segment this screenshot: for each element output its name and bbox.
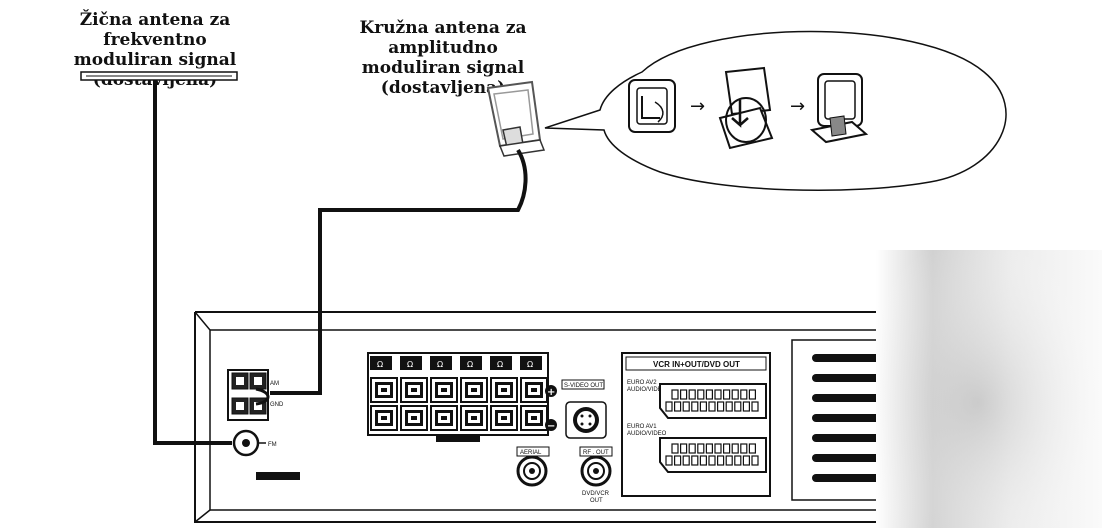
euro-av1-line-2: AUDIO/VIDEO	[627, 431, 667, 437]
speaker-terminal[interactable]	[460, 405, 488, 431]
minus-label: −	[547, 421, 555, 432]
euro-av1-line-1: EURO AV1	[627, 424, 657, 430]
am-loop-antenna	[486, 80, 546, 157]
speaker-omega-labels: Ω Ω Ω Ω Ω Ω	[370, 356, 542, 370]
am-label: AM	[270, 381, 279, 387]
fm-antenna-caption-line-1: Žična antena za frekventno	[79, 10, 231, 50]
am-antenna-cable	[270, 148, 528, 395]
speaker-terminal[interactable]	[520, 377, 548, 403]
speaker-label-plate	[436, 436, 480, 442]
scart-socket-av1[interactable]	[659, 437, 767, 473]
s-video-out: S-VIDEO OUT	[561, 379, 607, 439]
speaker-terminal[interactable]	[430, 405, 458, 431]
omega-4: Ω	[467, 360, 473, 369]
omega-5: Ω	[497, 360, 503, 369]
aerial-connector: AERIAL	[516, 446, 550, 487]
dvd-vcr-out-line-2: OUT	[590, 498, 603, 504]
omega-1: Ω	[377, 360, 383, 369]
rf-out-label: RF . OUT	[583, 450, 609, 456]
speaker-terminal[interactable]	[520, 405, 548, 431]
am-antenna-caption: Kružna antena za amplitudno moduliran si…	[308, 18, 578, 98]
am-antenna-step-1	[628, 79, 676, 133]
speaker-terminal[interactable]	[430, 377, 458, 403]
euro-av2-line-1: EURO AV2	[627, 380, 657, 386]
panel-label-plate	[256, 472, 300, 480]
euro-av2-line-2: AUDIO/VIDEO	[627, 387, 667, 393]
fm-antenna-cable	[153, 80, 232, 445]
rear-panel	[194, 311, 1000, 523]
speaker-terminal[interactable]	[460, 377, 488, 403]
plus-label: +	[547, 387, 555, 398]
fm-jack[interactable]: FM	[232, 429, 277, 457]
omega-2: Ω	[407, 360, 413, 369]
speaker-terminal-grid	[370, 377, 548, 431]
s-video-out-label: S-VIDEO OUT	[564, 383, 603, 389]
speaker-terminal[interactable]	[370, 405, 398, 431]
assembly-callout: → →	[544, 30, 1007, 192]
speaker-terminal[interactable]	[490, 405, 518, 431]
scart-block: VCR IN+OUT/DVD OUT EURO AV2 AUDIO/VIDEO …	[621, 352, 771, 497]
speaker-terminal[interactable]	[490, 377, 518, 403]
plus-marker	[545, 385, 557, 397]
omega-6: Ω	[527, 360, 533, 369]
speaker-terminal[interactable]	[400, 405, 428, 431]
fm-label: FM	[268, 442, 277, 448]
fm-wire-antenna	[80, 71, 238, 81]
am-antenna-step-2	[718, 66, 774, 150]
aerial-label: AERIAL	[520, 450, 542, 456]
arrow-step-1: →	[690, 96, 705, 117]
speaker-terminals: Ω Ω Ω Ω Ω Ω + −	[367, 352, 557, 442]
arrow-step-2: →	[790, 96, 805, 117]
scart-title: VCR IN+OUT/DVD OUT	[653, 360, 740, 369]
omega-3: Ω	[437, 360, 443, 369]
minus-marker	[545, 419, 557, 431]
am-antenna-caption-line-2: moduliran signal (dostavljena)	[361, 58, 525, 98]
am-antenna-step-3	[809, 73, 869, 144]
speaker-terminal[interactable]	[370, 377, 398, 403]
scart-socket-av2[interactable]	[659, 383, 767, 419]
rf-out-connector: RF . OUT DVD/VCR OUT	[579, 446, 613, 504]
am-gnd-terminals: AM GND	[227, 369, 284, 421]
speaker-terminal[interactable]	[400, 377, 428, 403]
am-antenna-caption-line-1: Kružna antena za amplitudno	[359, 18, 527, 58]
gnd-label: GND	[270, 402, 284, 408]
dvd-vcr-out-line-1: DVD/VCR	[582, 491, 610, 497]
